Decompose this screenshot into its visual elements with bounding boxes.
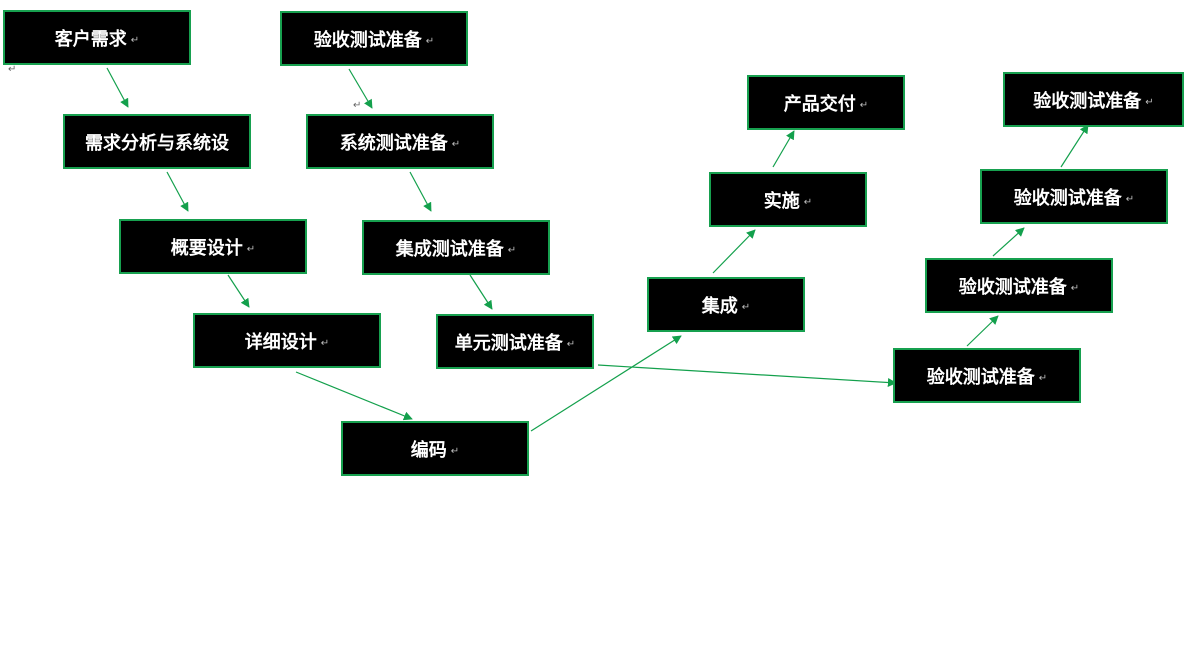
paragraph-mark: ↵ bbox=[353, 100, 362, 111]
node-label: 系统测试准备 bbox=[339, 132, 448, 154]
node-acceptance-1: 验收测试准备↵ bbox=[893, 348, 1081, 403]
paragraph-mark: ↵ bbox=[566, 339, 576, 350]
node-label: 集成测试准备 bbox=[395, 238, 504, 260]
node-detailed-design: 详细设计↵ bbox=[193, 313, 381, 368]
paragraph-mark: ↵ bbox=[451, 139, 461, 150]
node-product-delivery: 产品交付↵ bbox=[747, 75, 905, 130]
node-label: 概要设计 bbox=[170, 237, 243, 259]
node-acceptance-test-prep: 验收测试准备↵ bbox=[280, 11, 468, 66]
paragraph-mark: ↵ bbox=[450, 446, 460, 457]
node-implementation: 实施↵ bbox=[709, 172, 867, 227]
arrow-acceptance-to-system bbox=[348, 68, 373, 109]
node-coding: 编码↵ bbox=[341, 421, 529, 476]
node-acceptance-2: 验收测试准备↵ bbox=[925, 258, 1113, 313]
node-customer-requirements: 客户需求↵ bbox=[3, 10, 191, 65]
node-label: 验收测试准备 bbox=[1033, 90, 1142, 112]
arrow-acceptance-2-to-3 bbox=[992, 227, 1025, 257]
node-label: 实施 bbox=[763, 190, 800, 212]
arrow-unit-to-acceptance-1 bbox=[597, 364, 897, 388]
paragraph-mark: ↵ bbox=[320, 338, 330, 349]
paragraph-mark: ↵ bbox=[859, 100, 869, 111]
node-acceptance-4: 验收测试准备↵ bbox=[1003, 72, 1184, 127]
node-unit-test-prep: 单元测试准备↵ bbox=[436, 314, 594, 369]
node-label: 验收测试准备 bbox=[1013, 187, 1122, 209]
node-outline-design: 概要设计↵ bbox=[119, 219, 307, 274]
arrow-system-to-integration-test bbox=[409, 171, 432, 212]
paragraph-mark: ↵ bbox=[246, 244, 256, 255]
node-label: 单元测试准备 bbox=[454, 332, 563, 354]
paragraph-mark: ↵ bbox=[1038, 373, 1048, 384]
node-label: 需求分析与系统设 bbox=[85, 132, 229, 154]
node-label: 验收测试准备 bbox=[958, 276, 1067, 298]
node-label: 集成 bbox=[701, 295, 738, 317]
node-label: 客户需求 bbox=[54, 28, 127, 50]
arrow-detail-to-coding bbox=[295, 371, 413, 421]
arrow-integration-to-implementation bbox=[712, 229, 756, 274]
arrow-acceptance-1-to-2 bbox=[966, 315, 999, 347]
paragraph-mark: ↵ bbox=[1070, 283, 1080, 294]
node-label: 验收测试准备 bbox=[313, 29, 422, 51]
arrow-integration-test-to-unit bbox=[469, 274, 493, 310]
paragraph-mark: ↵ bbox=[741, 302, 751, 313]
node-integration: 集成↵ bbox=[647, 277, 805, 332]
node-requirements-analysis: 需求分析与系统设 bbox=[63, 114, 251, 169]
node-label: 详细设计 bbox=[244, 331, 317, 353]
paragraph-mark: ↵ bbox=[8, 64, 17, 75]
node-label: 编码 bbox=[410, 439, 447, 461]
arrow-outline-to-detail bbox=[227, 274, 250, 308]
node-label: 验收测试准备 bbox=[926, 366, 1035, 388]
node-acceptance-3: 验收测试准备↵ bbox=[980, 169, 1168, 224]
arrow-coding-to-integration bbox=[530, 335, 682, 432]
arrow-customer-to-analysis bbox=[106, 67, 129, 108]
arrow-implementation-to-delivery bbox=[772, 130, 795, 168]
paragraph-mark: ↵ bbox=[1145, 97, 1154, 108]
node-system-test-prep: 系统测试准备↵ bbox=[306, 114, 494, 169]
paragraph-mark: ↵ bbox=[803, 197, 813, 208]
node-integration-test-prep: 集成测试准备↵ bbox=[362, 220, 550, 275]
node-label: 产品交付 bbox=[783, 93, 856, 115]
paragraph-mark: ↵ bbox=[425, 36, 435, 47]
paragraph-mark: ↵ bbox=[1125, 194, 1135, 205]
arrow-acceptance-3-to-4 bbox=[1060, 124, 1089, 168]
paragraph-mark: ↵ bbox=[507, 245, 517, 256]
paragraph-mark: ↵ bbox=[130, 35, 140, 46]
arrow-analysis-to-outline bbox=[166, 171, 189, 212]
